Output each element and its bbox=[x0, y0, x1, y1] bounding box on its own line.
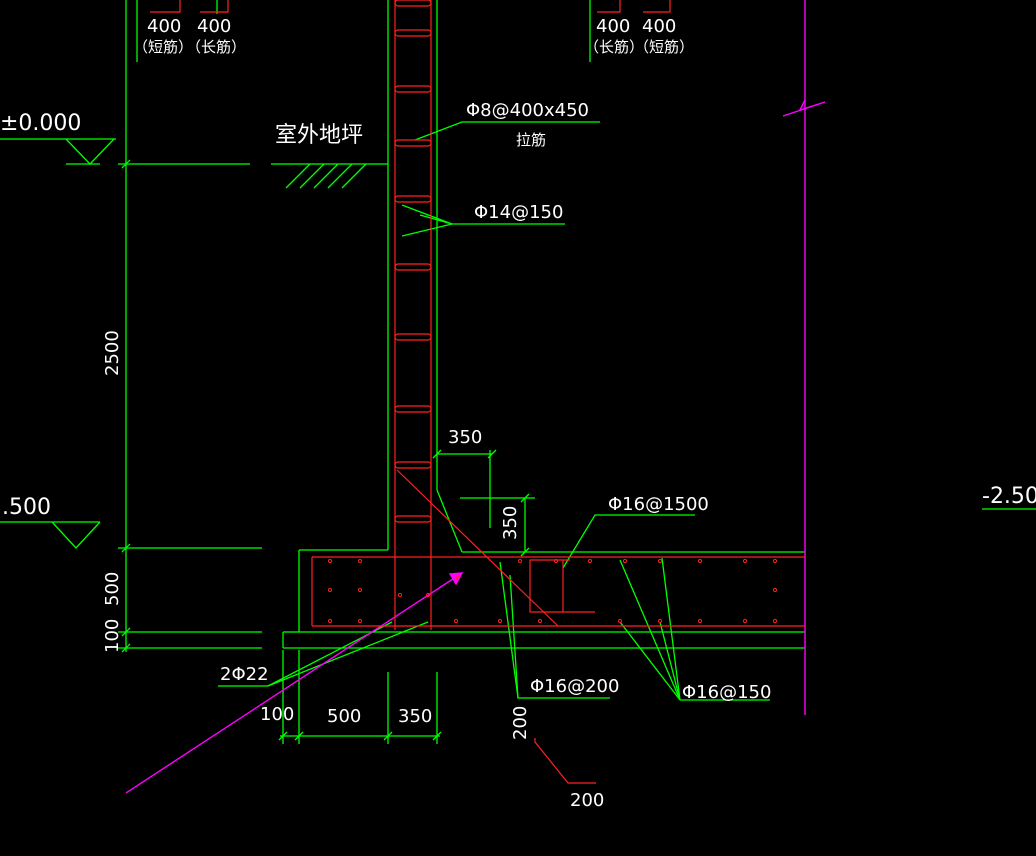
haunch-bar bbox=[396, 469, 559, 627]
dim-top-3-note: （长筋） bbox=[584, 38, 644, 56]
hook-dim-vertical: 200 bbox=[510, 706, 531, 740]
dim-350-bottom: 350 bbox=[398, 706, 432, 727]
dim-2500: 2500 bbox=[102, 330, 123, 376]
dim-top-3: 400 bbox=[596, 16, 630, 37]
dim-top-1: 400 bbox=[147, 16, 181, 37]
wall-bar-label: Φ14@150 bbox=[474, 202, 563, 223]
dim-100-bottom: 100 bbox=[260, 704, 294, 725]
section-arrow-line bbox=[125, 572, 463, 794]
haunch-bar-label: Φ16@200 bbox=[530, 676, 619, 697]
outdoor-grade-label: 室外地坪 bbox=[275, 123, 363, 148]
elevation-right: -2.500 bbox=[982, 484, 1036, 509]
elevation-left: .500 bbox=[2, 495, 51, 520]
dim-500-vertical: 500 bbox=[102, 572, 123, 606]
dim-top-2-note: （长筋） bbox=[186, 38, 246, 56]
stirrups bbox=[394, 0, 432, 523]
rebar bbox=[150, 0, 805, 784]
slab-bar-1500-label: Φ16@1500 bbox=[608, 494, 709, 515]
haunch-dim-horizontal: 350 bbox=[448, 427, 482, 448]
dim-top-4: 400 bbox=[642, 16, 676, 37]
dim-top-4-note: （短筋） bbox=[634, 38, 694, 56]
dimension-lines bbox=[0, 0, 1036, 744]
dim-500-bottom: 500 bbox=[327, 706, 361, 727]
elevation-zero: ±0.000 bbox=[0, 111, 81, 136]
annotation-labels: 400 （短筋） 400 （长筋） 400 （长筋） 400 （短筋） ±0.0… bbox=[0, 16, 1036, 811]
haunch-dim-vertical: 350 bbox=[500, 506, 521, 540]
tie-bar-note: 拉筋 bbox=[516, 131, 546, 149]
dim-top-1-note: （短筋） bbox=[133, 38, 193, 56]
hook-dim-horizontal: 200 bbox=[570, 790, 604, 811]
bar-2phi22-label: 2Φ22 bbox=[220, 664, 269, 685]
slab-rebar-dots bbox=[327, 558, 778, 624]
dim-100-vertical: 100 bbox=[102, 619, 123, 653]
tie-bar-label: Φ8@400x450 bbox=[466, 100, 589, 121]
dim-top-2: 400 bbox=[197, 16, 231, 37]
break-symbol bbox=[782, 99, 826, 117]
slab-bar-150-label: Φ16@150 bbox=[682, 682, 771, 703]
hook-detail bbox=[534, 738, 596, 784]
